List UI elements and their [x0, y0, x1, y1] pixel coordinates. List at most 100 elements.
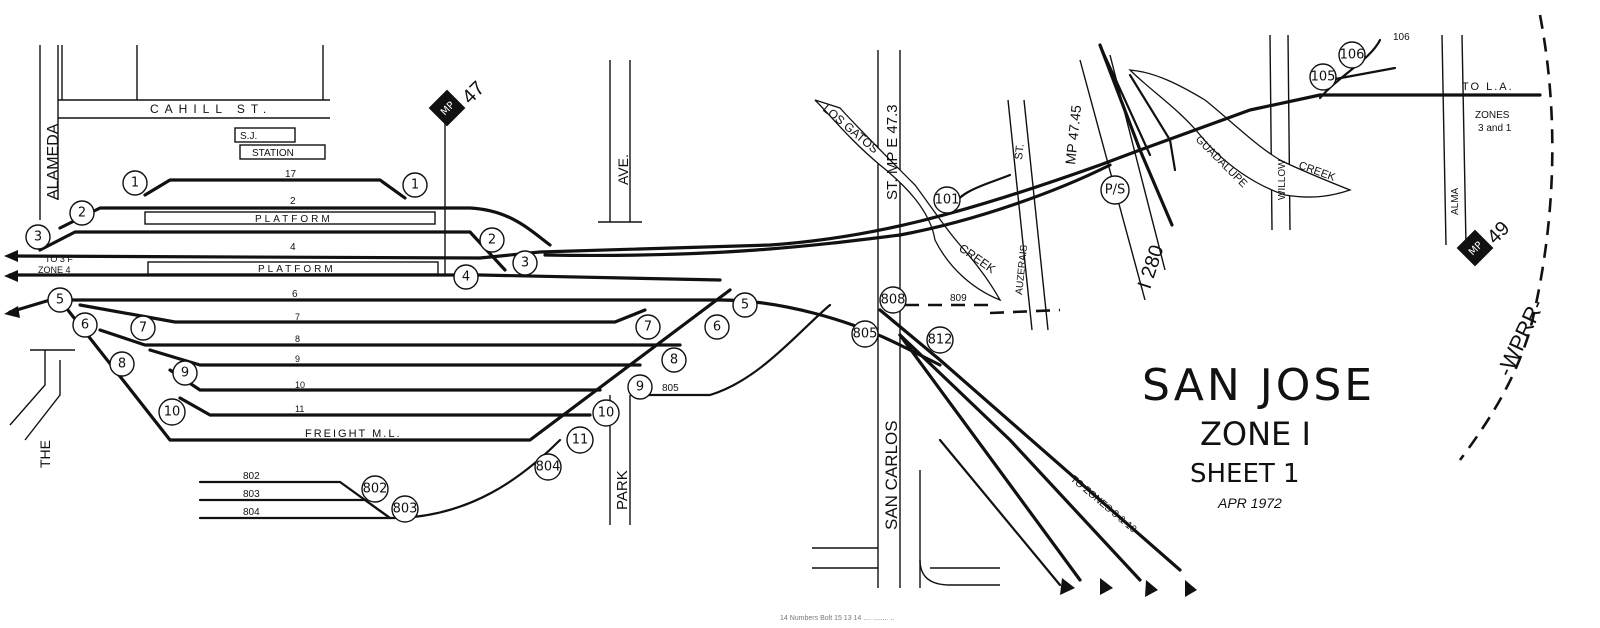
switch-number: 4: [462, 270, 470, 285]
to-zones-label: TO ZONES 8 & 10: [1068, 474, 1139, 536]
zones-a-label: ZONES: [1475, 110, 1510, 121]
switch-number: 2: [488, 233, 496, 248]
footer-scale: 14 Numbers Bolt 15 13 14 .... ........ .…: [780, 615, 894, 622]
title-line3: SHEET 1: [1190, 459, 1300, 489]
switch-803: 803: [391, 495, 419, 523]
switch-numbers: 1 1 2 2 3 3 4 5 5 6 6 7 7 8 8 9 9 10 10 …: [25, 32, 1410, 523]
station-line2: STATION: [252, 148, 294, 159]
switch-circle: [926, 326, 954, 354]
switch-circle: [122, 170, 148, 196]
stub-804: 804: [243, 507, 260, 518]
switch-circle: [453, 264, 479, 290]
switch-circle: [72, 312, 98, 338]
switch-3-east: 3: [512, 250, 538, 276]
stub-809: 809: [950, 293, 967, 304]
switch-number: 3: [34, 230, 42, 245]
los-gatos-label: LOS GATOS: [820, 102, 881, 157]
switch-106: 106: [1338, 41, 1366, 69]
st-short-label: ST.: [1013, 143, 1027, 160]
to-la-label: TO L.A.: [1462, 81, 1514, 93]
switch-circle: [534, 453, 562, 481]
cahill-label: CAHILL ST.: [150, 102, 272, 116]
switch-circle: [635, 314, 661, 340]
west-arrows: [4, 250, 20, 318]
switch-808: 808: [879, 286, 907, 314]
switch-number: 808: [881, 293, 906, 308]
st-mp-label: ST. MP E 47.3: [884, 104, 901, 200]
switch-101: 101: [933, 186, 961, 214]
switch-number: 7: [139, 321, 147, 336]
track-17: 17: [285, 169, 297, 180]
stub-802: 802: [243, 471, 260, 482]
switch-number: 2: [78, 206, 86, 221]
stub-805: 805: [662, 383, 679, 394]
ave-label: AVE.: [615, 154, 631, 185]
switch-6-east: 6: [704, 314, 730, 340]
track-2: 2: [290, 196, 296, 207]
switch-circle: [69, 200, 95, 226]
track-8: 8: [295, 334, 300, 344]
switch-circle: [479, 227, 505, 253]
to3f-b: ZONE 4: [38, 265, 71, 275]
switch-number: 9: [181, 366, 189, 381]
switch-2-east: 2: [479, 227, 505, 253]
tracks: [8, 14, 1554, 587]
switch-6-west: 6: [72, 312, 98, 338]
track-9: 9: [295, 354, 300, 364]
switch-number: 7: [644, 320, 652, 335]
freight-label: FREIGHT M.L.: [305, 428, 402, 440]
track-11: 11: [295, 404, 304, 414]
switch-number: 805: [853, 327, 878, 342]
switch-8-east: 8: [661, 347, 687, 373]
willow-label: WILLOW: [1277, 159, 1288, 200]
switch-circle: [158, 398, 186, 426]
mp4745-label: MP 47.45: [1062, 104, 1084, 165]
switch-number: 1: [131, 176, 139, 191]
switch-circle: [391, 495, 419, 523]
switch-number: 106: [1340, 48, 1365, 63]
park-label: PARK: [614, 470, 631, 510]
i280-label: I 280: [1134, 242, 1169, 291]
switch-circle: [361, 475, 389, 503]
switch-circle: [661, 347, 687, 373]
switch-number: 812: [928, 333, 953, 348]
switch-circle: [130, 315, 156, 341]
milepost-47: MP: [428, 89, 466, 127]
switch-circle: [566, 426, 594, 454]
track-10: 10: [295, 380, 305, 390]
switch-4: 4: [453, 264, 479, 290]
station-box: [234, 127, 326, 160]
switch-number: 8: [118, 357, 126, 372]
switch-circle: [402, 172, 428, 198]
stub-803: 803: [243, 489, 260, 500]
switch-number: 804: [536, 460, 561, 475]
switch-7-east: 7: [635, 314, 661, 340]
to3f-a: TO 3 F: [45, 254, 73, 264]
switch-circle: [627, 374, 653, 400]
switch-ps: P/S: [1100, 175, 1130, 205]
switch-number: 11: [572, 433, 589, 448]
southeast-arrows: [1060, 578, 1197, 597]
switch-1-east: 1: [402, 172, 428, 198]
platform-a-label: PLATFORM: [255, 214, 333, 225]
track-7: 7: [295, 312, 300, 322]
switch-812: 812: [926, 326, 954, 354]
switch-1-west: 1: [122, 170, 148, 196]
switch-circle: [1309, 63, 1337, 91]
switch-number: 9: [636, 380, 644, 395]
alameda-label: ALAMEDA: [45, 123, 62, 200]
switch-circle: [47, 287, 73, 313]
switch-circle: [109, 351, 135, 377]
track-4: 4: [290, 242, 296, 253]
platform-lower: [147, 261, 439, 275]
switch-circle: [704, 314, 730, 340]
switch-10-west: 10: [158, 398, 186, 426]
switch-circle: [732, 292, 758, 318]
switch-number: 803: [393, 502, 418, 517]
switch-number: 10: [164, 405, 181, 420]
auzerais-label: AUZERAIS: [1014, 244, 1030, 295]
switch-number: 6: [81, 318, 89, 333]
streets: [9, 34, 1467, 588]
switch-circle: [25, 224, 51, 250]
